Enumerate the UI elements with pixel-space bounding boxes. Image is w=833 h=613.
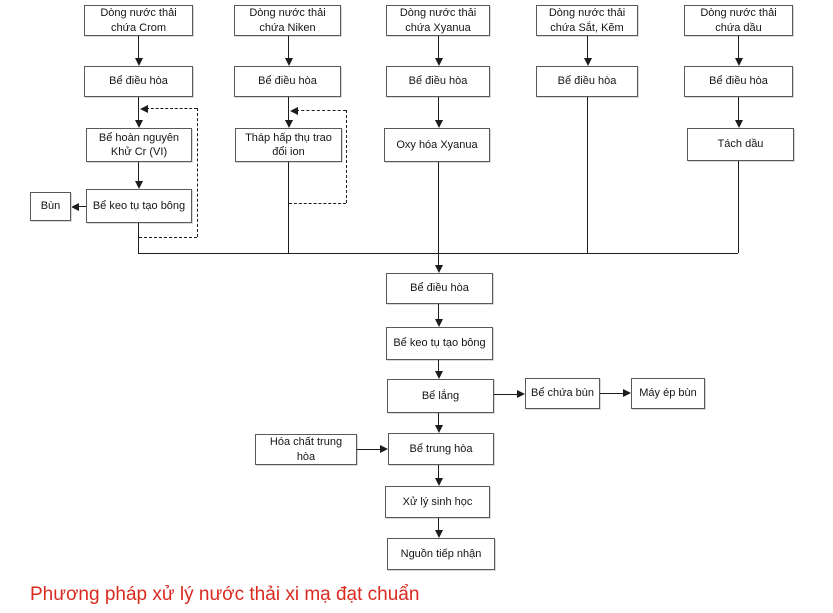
recycle-loop-1-bottom xyxy=(139,237,197,238)
node-chua-bun: Bể chứa bùn xyxy=(525,378,600,409)
arrowhead-icon xyxy=(285,58,293,66)
node-dieu-hoa-1: Bể điều hòa xyxy=(84,66,193,97)
arrowhead-icon xyxy=(623,389,631,397)
connector-crom-eq xyxy=(138,36,139,59)
arrowhead-icon xyxy=(435,319,443,327)
connector-trung-hoa-sinh-hoc xyxy=(438,465,439,479)
node-source-xyanua: Dòng nước thải chứa Xyanua xyxy=(386,5,490,36)
connector-satkem-eq xyxy=(587,36,588,59)
node-sinh-hoc: Xử lý sinh học xyxy=(385,486,490,518)
node-source-crom: Dòng nước thải chứa Crom xyxy=(84,5,193,36)
node-dieu-hoa-main: Bể điều hòa xyxy=(386,273,493,304)
arrowhead-icon xyxy=(135,58,143,66)
connector-eq4-collector xyxy=(587,97,588,253)
connector-dau-eq xyxy=(738,36,739,59)
node-may-ep-bun: Máy ép bùn xyxy=(631,378,705,409)
connector-keo-tu-lang xyxy=(438,360,439,372)
connector-eq2-thap xyxy=(288,97,289,120)
node-source-niken: Dòng nước thải chứa Niken xyxy=(234,5,341,36)
arrowhead-icon xyxy=(735,58,743,66)
connector-sinh-hoc-tiep-nhan xyxy=(438,518,439,531)
arrowhead-icon xyxy=(435,478,443,486)
node-source-sat-kem: Dòng nước thải chứa Sắt, Kẽm xyxy=(536,5,638,36)
node-source-dau: Dòng nước thải chứa dầu xyxy=(684,5,793,36)
node-keo-tu-2: Bể keo tụ tạo bông xyxy=(386,327,493,360)
arrowhead-icon xyxy=(517,390,525,398)
connector-eq1-hoan-nguyen xyxy=(138,97,139,120)
node-lang: Bể lắng xyxy=(387,379,494,413)
connector-hoan-nguyen-keo-tu xyxy=(138,162,139,181)
connector-chua-bun-may-ep xyxy=(600,393,623,394)
arrowhead-icon xyxy=(435,120,443,128)
recycle-loop-2-side xyxy=(346,110,347,203)
node-tach-dau: Tách dầu xyxy=(687,128,794,161)
connector-xyanua-eq xyxy=(438,36,439,59)
arrowhead-icon xyxy=(435,371,443,379)
arrowhead-icon xyxy=(380,445,388,453)
node-trung-hoa: Bể trung hòa xyxy=(388,433,494,465)
connector-oxy-hoa-main-eq xyxy=(438,162,439,266)
recycle-loop-2-top xyxy=(296,110,346,111)
connector-lang-chua-bun xyxy=(494,394,517,395)
connector-hoa-chat-trung-hoa xyxy=(357,449,380,450)
diagram-caption: Phương pháp xử lý nước thải xi mạ đạt ch… xyxy=(30,584,420,605)
arrowhead-icon xyxy=(140,105,148,113)
node-bun: Bùn xyxy=(30,192,71,221)
node-dieu-hoa-4: Bể điều hòa xyxy=(536,66,638,97)
arrowhead-icon xyxy=(435,530,443,538)
node-thap-hap-thu: Tháp hấp thụ trao đổi ion xyxy=(235,128,342,162)
node-dieu-hoa-3: Bể điều hòa xyxy=(386,66,490,97)
connector-lang-trung-hoa xyxy=(438,413,439,426)
connector-keo-tu-collector xyxy=(138,223,139,253)
node-oxy-hoa: Oxy hóa Xyanua xyxy=(384,128,490,162)
arrowhead-icon xyxy=(135,120,143,128)
node-tiep-nhan: Nguồn tiếp nhận xyxy=(387,538,495,570)
connector-eq5-tach-dau xyxy=(738,97,739,120)
connector-eq3-oxy-hoa xyxy=(438,97,439,120)
node-hoan-nguyen: Bể hoàn nguyên Khử Cr (VI) xyxy=(86,128,192,162)
arrowhead-icon xyxy=(285,120,293,128)
node-dieu-hoa-2: Bể điều hòa xyxy=(234,66,341,97)
connector-keo-tu-bun xyxy=(79,206,86,207)
arrowhead-icon xyxy=(584,58,592,66)
recycle-loop-2-bottom xyxy=(289,203,346,204)
arrowhead-icon xyxy=(71,203,79,211)
arrowhead-icon xyxy=(435,58,443,66)
arrowhead-icon xyxy=(435,425,443,433)
collector-line xyxy=(138,253,738,254)
connector-niken-eq xyxy=(288,36,289,59)
recycle-loop-1-top xyxy=(146,108,197,109)
arrowhead-icon xyxy=(135,181,143,189)
node-keo-tu-1: Bể keo tụ tạo bông xyxy=(86,189,192,223)
recycle-loop-1-side xyxy=(197,108,198,237)
node-hoa-chat: Hóa chất trung hòa xyxy=(255,434,357,465)
node-dieu-hoa-5: Bể điều hòa xyxy=(684,66,793,97)
arrowhead-icon xyxy=(290,107,298,115)
connector-thap-collector xyxy=(288,162,289,253)
connector-tach-dau-collector xyxy=(738,161,739,253)
arrowhead-icon xyxy=(435,265,443,273)
arrowhead-icon xyxy=(735,120,743,128)
connector-main-eq-keo-tu xyxy=(438,304,439,320)
